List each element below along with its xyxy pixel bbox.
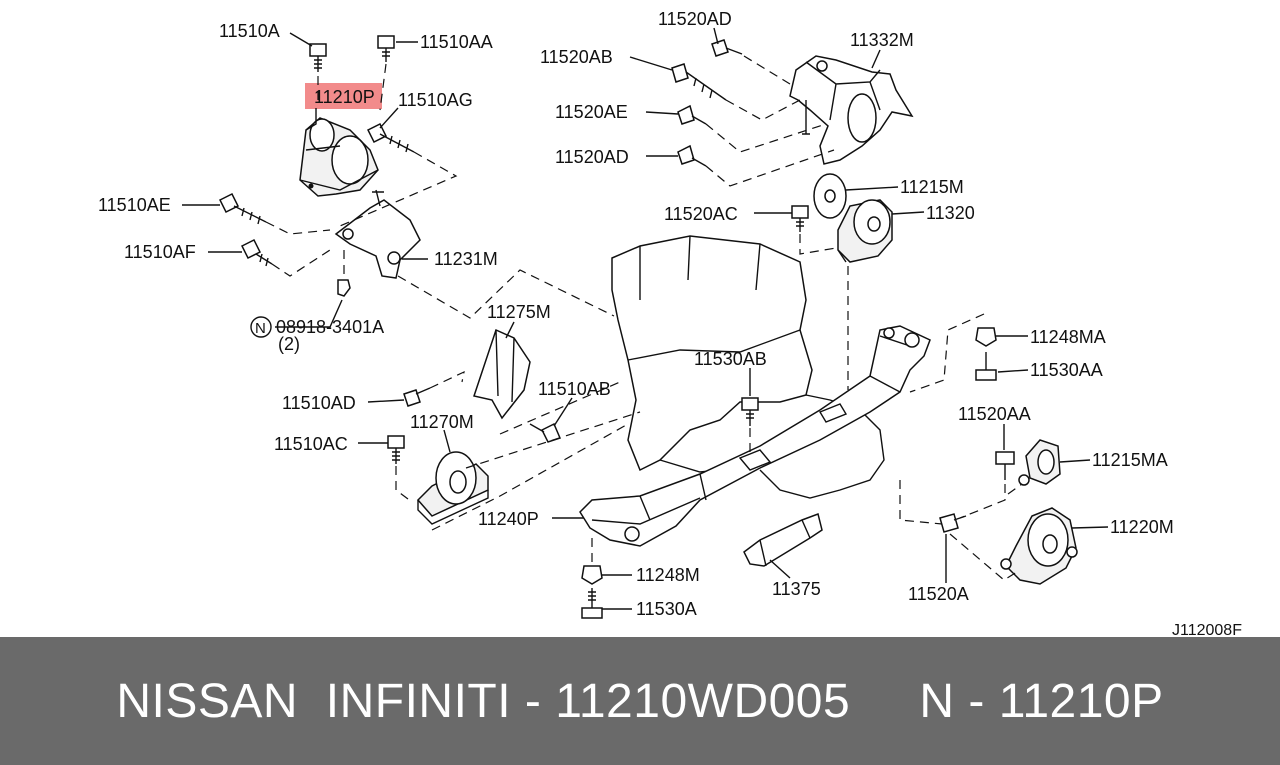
mount-11270M	[416, 451, 489, 525]
label-11248MA: 11248MA	[1030, 327, 1106, 347]
label-11520AC: 11520AC	[664, 204, 738, 224]
label-n-symbol: N	[255, 320, 266, 337]
bolt-11520AB	[671, 63, 727, 101]
bracket-11332M	[789, 55, 914, 165]
bolt-11248MA	[975, 327, 997, 347]
bolt-11510AC	[387, 435, 405, 464]
bolt-11510AF	[240, 238, 273, 267]
label-11275M: 11275M	[487, 302, 551, 322]
bolt-11530AA	[975, 352, 997, 381]
label-11510AD: 11510AD	[282, 393, 356, 413]
label-11510AG: 11510AG	[398, 90, 473, 110]
dashed-lines-lower-left	[395, 370, 641, 531]
footer-banner: NISSAN INFINITI - 11210WD005 N - 11210P	[0, 637, 1280, 765]
bracket-11231M	[334, 189, 421, 279]
label-11520A: 11520A	[908, 584, 969, 604]
engine-block	[611, 235, 885, 499]
label-11215M: 11215M	[900, 177, 964, 197]
bolt-11530A	[581, 588, 603, 619]
bolt-11510AG	[366, 122, 415, 153]
cushion-11215M	[813, 173, 847, 219]
bolt-11520AE	[677, 104, 707, 125]
label-11530A: 11530A	[636, 599, 697, 619]
label-11215MA: 11215MA	[1092, 450, 1168, 470]
label-11375: 11375	[772, 579, 821, 599]
bracket-11275M	[473, 328, 531, 420]
label-11520AA: 11520AA	[958, 404, 1031, 424]
bolt-11520AD-mid	[677, 144, 707, 167]
label-11220M: 11220M	[1110, 517, 1174, 537]
mount-11220M	[1000, 507, 1078, 585]
bolt-11510AB	[529, 422, 562, 443]
bolt-11520AA	[995, 451, 1015, 480]
dashed-lines-lower-right	[899, 313, 1023, 581]
label-11248M: 11248M	[636, 565, 700, 585]
part-number-caption: NISSAN INFINITI - 11210WD005 N - 11210P	[116, 674, 1164, 728]
diagram-code: J112008F	[1172, 622, 1242, 637]
label-11510AA: 11510AA	[420, 32, 493, 52]
bolt-11510AD	[403, 387, 431, 407]
leader-lines	[182, 27, 1109, 610]
bolt-11510AA	[377, 35, 395, 62]
label-11270M: 11270M	[410, 412, 474, 432]
label-11520AB: 11520AB	[540, 47, 613, 67]
label-11240P: 11240P	[478, 509, 539, 529]
label-11530AB: 11530AB	[694, 349, 767, 369]
parts-diagram: 11510A 11510AA 11210P 11510AG 11510AE 11…	[98, 9, 1242, 637]
label-11510AB: 11510AB	[538, 379, 611, 399]
nut-08918	[337, 279, 351, 297]
label-11510AC: 11510AC	[274, 434, 348, 454]
bracket-11375	[743, 513, 823, 567]
dashed-lines-mid-right	[799, 234, 849, 390]
dashed-lines-bottom	[591, 428, 751, 562]
part-labels: 11510A 11510AA 11210P 11510AG 11510AE 11…	[98, 9, 1242, 637]
n-circle-icon	[250, 316, 272, 338]
label-quantity-2: (2)	[278, 334, 300, 354]
label-11520AD-mid: 11520AD	[555, 147, 629, 167]
mount-11320	[837, 199, 893, 263]
crossmember-11240P	[579, 325, 931, 547]
bolt-11520AC	[791, 205, 809, 232]
dashed-lines-upper-left	[265, 63, 615, 319]
label-11231M: 11231M	[434, 249, 498, 269]
bolt-11510AE	[218, 192, 267, 225]
label-11510AE: 11510AE	[98, 195, 171, 215]
label-11520AD-top: 11520AD	[658, 9, 732, 29]
label-11332M: 11332M	[850, 30, 914, 50]
bolt-11510A	[309, 43, 327, 72]
bolt-11520AD-top	[711, 39, 743, 57]
label-11510A: 11510A	[219, 21, 280, 41]
mount-11210P	[299, 117, 379, 197]
label-11320: 11320	[926, 203, 975, 223]
bolt-11530AB	[741, 397, 759, 426]
label-11520AE: 11520AE	[555, 102, 628, 122]
label-08918-3401A: 08918-3401A	[276, 317, 384, 337]
label-11510AF: 11510AF	[124, 242, 196, 262]
label-11210P: 11210P	[314, 87, 375, 107]
dashed-lines-upper-right	[705, 55, 835, 187]
nut-11248M	[581, 565, 603, 585]
cushion-11215MA	[1018, 439, 1061, 486]
label-11530AA: 11530AA	[1030, 360, 1103, 380]
